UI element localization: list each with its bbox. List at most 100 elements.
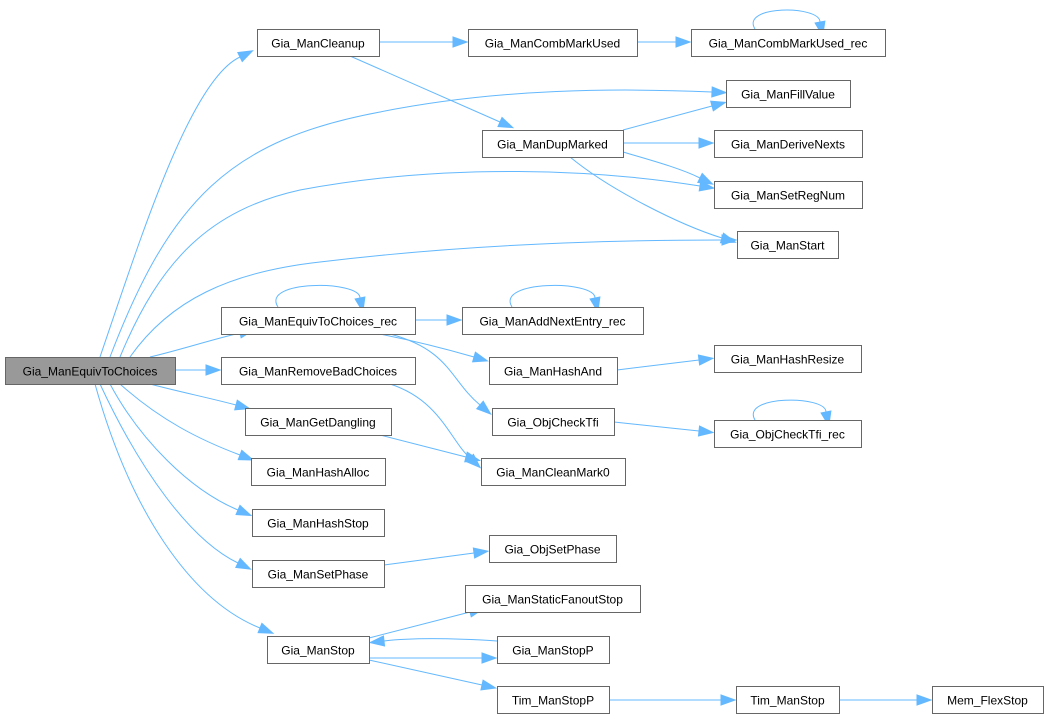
edge-gia_mangetdangling-to-gia_mancleanmark0	[379, 434, 482, 463]
node-box	[492, 408, 615, 436]
edge-line	[616, 359, 700, 371]
node-box	[267, 636, 370, 664]
edge-gia_manequivtochoices_rec-to-gia_manhashand	[379, 333, 489, 363]
edge-gia_manequivtochoices-to-gia_manremovebadchoices	[175, 364, 222, 376]
edge-arrowhead	[719, 232, 737, 244]
node-label: Gia_ManAddNextEntry_rec	[479, 315, 625, 329]
node-label: Gia_ManCleanup	[271, 37, 365, 51]
edge-line	[109, 383, 239, 511]
node-box	[497, 686, 610, 714]
edge-arrowhead	[368, 635, 386, 647]
node-gia-mancombmarkused-rec[interactable]: Gia_ManCombMarkUsed_rec	[691, 29, 886, 57]
node-box	[489, 535, 617, 563]
edge-gia_manequivtochoices-to-gia_manhashalloc	[119, 383, 255, 461]
node-gia-objchecktfi[interactable]: Gia_ObjCheckTfi	[492, 408, 615, 436]
node-label: Mem_FlexStop	[947, 694, 1028, 708]
node-label: Tim_ManStop	[750, 694, 825, 708]
edge-arrowhead	[446, 314, 463, 326]
node-gia-mancombmarkused[interactable]: Gia_ManCombMarkUsed	[468, 29, 638, 57]
node-tim-manstop[interactable]: Tim_ManStop	[736, 686, 840, 714]
edge-line	[119, 170, 701, 358]
node-gia-manhashalloc[interactable]: Gia_ManHashAlloc	[251, 458, 386, 486]
node-gia-mangetdangling[interactable]: Gia_ManGetDangling	[245, 408, 392, 436]
node-gia-mansetphase[interactable]: Gia_ManSetPhase	[252, 560, 385, 588]
edge-gia_manequivtochoices-to-gia_mansetphase	[99, 383, 252, 570]
edge-line	[368, 659, 483, 686]
node-gia-objsetphase[interactable]: Gia_ObjSetPhase	[489, 535, 617, 563]
node-box	[691, 29, 886, 57]
node-box	[497, 636, 610, 664]
node-label: Gia_ManStart	[750, 239, 825, 253]
node-gia-mancleanmark0[interactable]: Gia_ManCleanMark0	[481, 458, 626, 486]
node-gia-mansetregnum[interactable]: Gia_ManSetRegNum	[714, 181, 863, 209]
node-gia-manfillvalue[interactable]: Gia_ManFillValue	[726, 80, 851, 108]
node-gia-manstart[interactable]: Gia_ManStart	[737, 231, 839, 259]
node-label: Gia_ManStaticFanoutStop	[482, 593, 623, 607]
edge-gia_mancleanup-to-gia_mandupmarked	[349, 55, 515, 129]
edge-arrowhead	[472, 547, 490, 559]
node-label: Gia_ManStopP	[512, 644, 593, 658]
node-gia-manequivtochoices-rec[interactable]: Gia_ManEquivToChoices_rec	[221, 307, 416, 335]
node-gia-manaddnextentry-rec[interactable]: Gia_ManAddNextEntry_rec	[462, 307, 644, 335]
node-gia-manhashstop[interactable]: Gia_ManHashStop	[252, 509, 385, 537]
edge-line	[149, 332, 241, 358]
node-box	[481, 458, 626, 486]
node-box	[465, 585, 641, 613]
edge-gia_manequivtochoices-to-gia_manstop	[94, 383, 275, 634]
edge-line	[379, 333, 475, 358]
edge-arrowhead	[697, 172, 714, 185]
node-box	[726, 80, 851, 108]
node-gia-mancleanup[interactable]: Gia_ManCleanup	[257, 29, 380, 57]
node-box	[714, 130, 863, 158]
edge-arrowhead	[452, 36, 469, 48]
node-box	[737, 231, 839, 259]
node-label: Gia_ObjSetPhase	[504, 543, 600, 557]
node-gia-manstop[interactable]: Gia_ManStop	[267, 636, 370, 664]
edge-gia_manstop-to-gia_manstopp	[369, 652, 498, 664]
edge-line	[119, 383, 241, 456]
edge-arrowhead	[675, 36, 692, 48]
node-box	[468, 29, 638, 57]
edge-line	[99, 56, 241, 358]
edge-gia_manequivtochoices-to-gia_manhashstop	[109, 383, 253, 517]
node-gia-manremovebadchoices[interactable]: Gia_ManRemoveBadChoices	[221, 357, 416, 385]
node-gia-manstopp[interactable]: Gia_ManStopP	[497, 636, 610, 664]
edge-arrowhead	[237, 50, 254, 63]
node-label: Gia_ManCombMarkUsed	[485, 37, 620, 51]
edge-arrowhead	[698, 137, 715, 149]
edge-line	[383, 552, 475, 566]
edge-arrowhead	[497, 116, 515, 129]
node-box	[462, 307, 644, 335]
edge-line	[129, 239, 723, 358]
node-gia-manhashand[interactable]: Gia_ManHashAnd	[489, 357, 618, 385]
node-tim-manstopp[interactable]: Tim_ManStopP	[497, 686, 610, 714]
node-gia-manderivenexts[interactable]: Gia_ManDeriveNexts	[714, 130, 863, 158]
node-gia-manequivtochoices[interactable]: Gia_ManEquivToChoices	[5, 357, 176, 385]
edge-line	[368, 611, 471, 639]
node-box	[251, 458, 386, 486]
edge-line	[509, 284, 596, 308]
edge-line	[149, 383, 237, 406]
edge-arrowhead	[697, 425, 715, 437]
node-label: Gia_ManHashStop	[267, 517, 369, 531]
node-label: Gia_ManSetPhase	[268, 568, 369, 582]
edge-arrowhead	[257, 622, 275, 634]
node-gia-mandupmarked[interactable]: Gia_ManDupMarked	[482, 130, 624, 158]
node-label: Gia_ManStop	[281, 644, 355, 658]
node-gia-manstaticfanoutstop[interactable]: Gia_ManStaticFanoutStop	[465, 585, 641, 613]
node-label: Gia_ManHashAlloc	[267, 466, 370, 480]
node-gia-manhashresize[interactable]: Gia_ManHashResize	[714, 345, 862, 373]
edge-arrowhead	[481, 652, 498, 664]
edge-gia_mancleanup-to-gia_mancombmarkused	[379, 36, 469, 48]
edge-line	[379, 434, 467, 458]
node-gia-objchecktfi-rec[interactable]: Gia_ObjCheckTfi_rec	[714, 420, 862, 448]
edge-line	[109, 89, 713, 358]
node-mem-flexstop[interactable]: Mem_FlexStop	[932, 686, 1044, 714]
edge-gia_manequivtochoices-to-gia_mangetdangling	[149, 383, 251, 411]
edge-gia_manstop-to-tim_manstopp	[368, 659, 498, 691]
edge-line	[613, 421, 700, 432]
node-box	[252, 509, 385, 537]
node-label: Gia_ObjCheckTfi	[507, 416, 598, 430]
node-box	[257, 29, 380, 57]
